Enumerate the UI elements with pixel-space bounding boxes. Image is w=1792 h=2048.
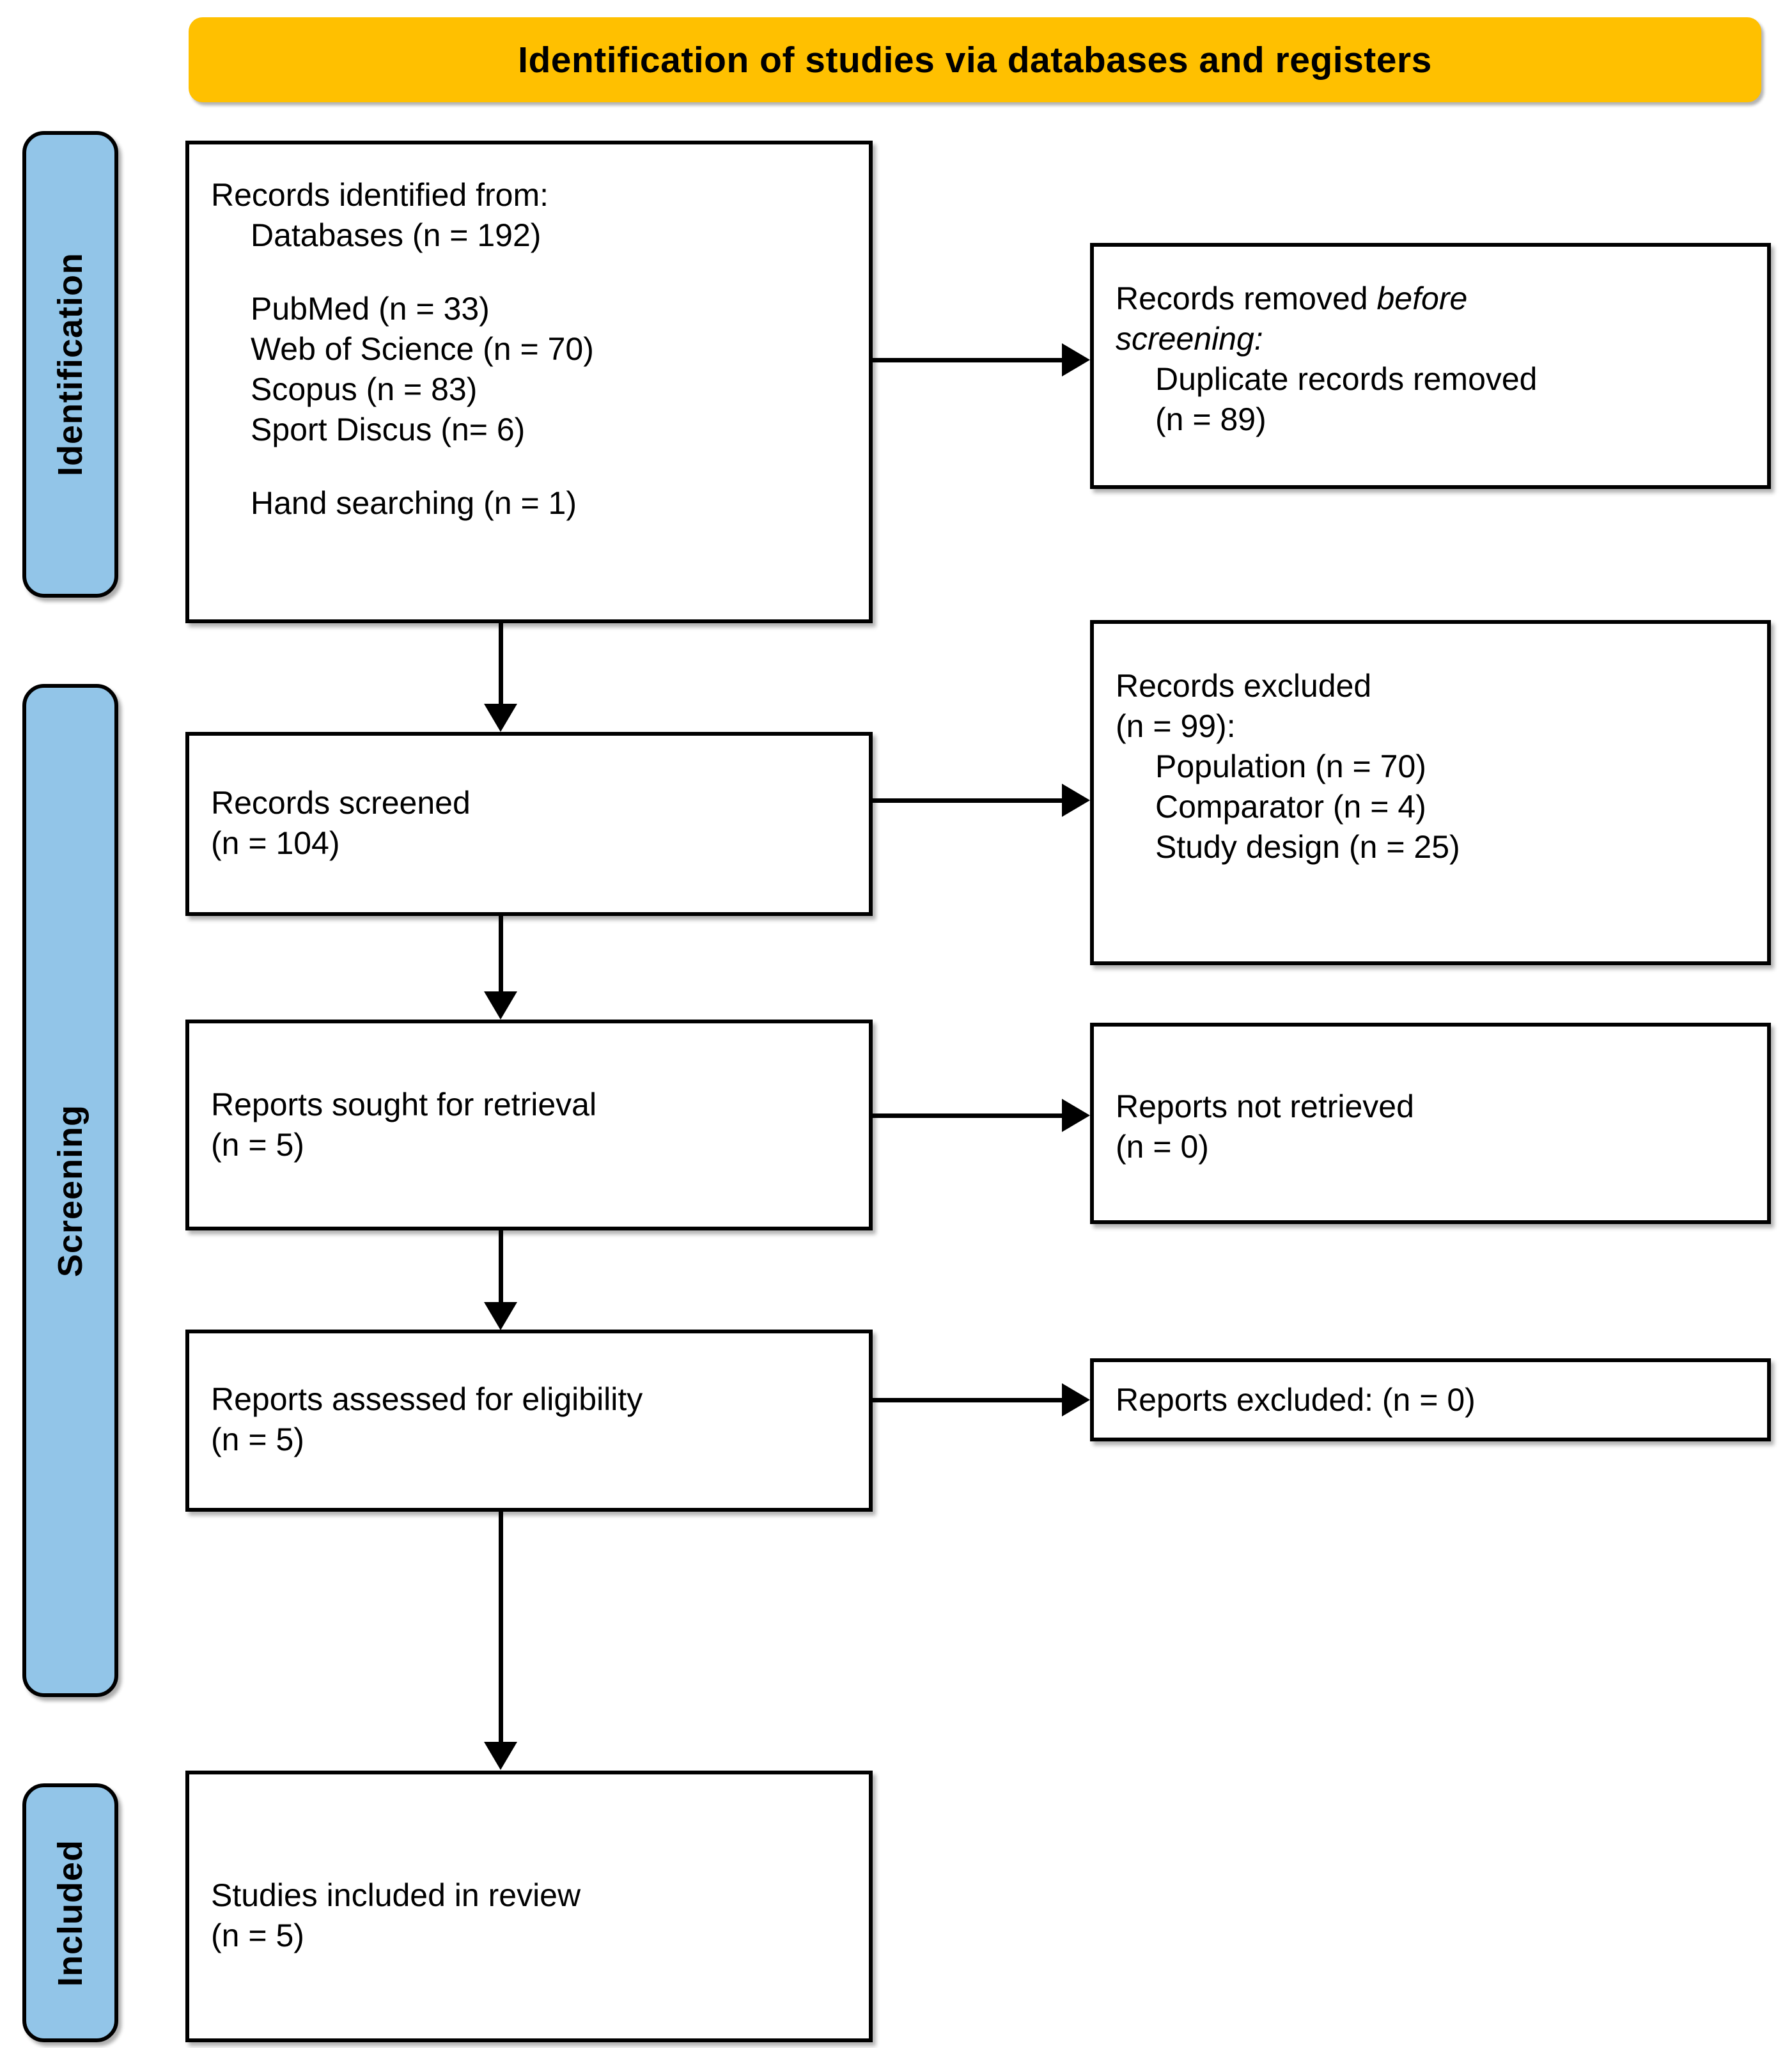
box-studies-included: Studies included in review (n = 5) <box>185 1771 873 2042</box>
records-excluded-comparator: Comparator (n = 4) <box>1155 789 1426 825</box>
stage-tab-screening-label: Screening <box>51 1104 90 1277</box>
connector-screened-to-sought-arrow <box>484 991 517 1020</box>
reports-excluded-label: Reports excluded: (n = 0) <box>1116 1382 1476 1418</box>
connector-assessed-to-included-line <box>499 1512 503 1742</box>
box-records-excluded: Records excluded (n = 99): Population (n… <box>1090 620 1771 965</box>
connector-screened-to-excluded-arrow <box>1062 784 1090 817</box>
connector-screened-to-excluded-line <box>873 798 1062 803</box>
box-records-removed: Records removed before screening: Duplic… <box>1090 243 1771 489</box>
diagram-header-banner: Identification of studies via databases … <box>189 17 1761 102</box>
reports-assessed-count: (n = 5) <box>211 1422 304 1457</box>
stage-tab-included-label: Included <box>51 1839 90 1987</box>
stage-tab-screening: Screening <box>22 684 118 1697</box>
records-identified-line-1: Records identified from: <box>211 177 549 213</box>
stage-tab-included: Included <box>22 1783 118 2042</box>
records-removed-duplicates: Duplicate records removed <box>1155 361 1538 397</box>
reports-not-retrieved-label: Reports not retrieved <box>1116 1089 1414 1124</box>
records-identified-pubmed: PubMed (n = 33) <box>251 291 490 327</box>
records-screened-count: (n = 104) <box>211 825 340 861</box>
connector-assessed-to-repexcluded-arrow <box>1062 1383 1090 1416</box>
records-identified-spacer-2 <box>211 450 847 483</box>
records-excluded-label: Records excluded <box>1116 668 1372 704</box>
connector-sought-to-notretrieved-line <box>873 1113 1062 1118</box>
records-excluded-count: (n = 99): <box>1116 708 1236 744</box>
box-reports-sought: Reports sought for retrieval (n = 5) <box>185 1020 873 1230</box>
connector-sought-to-assessed-line <box>499 1230 503 1302</box>
studies-included-count: (n = 5) <box>211 1918 304 1953</box>
reports-not-retrieved-count: (n = 0) <box>1116 1129 1209 1165</box>
connector-identified-to-screened-line <box>499 623 503 704</box>
connector-identified-to-removed-line <box>873 358 1062 362</box>
connector-identified-to-screened-arrow <box>484 704 517 732</box>
reports-sought-count: (n = 5) <box>211 1127 304 1163</box>
records-identified-scopus: Scopus (n = 83) <box>251 371 478 407</box>
records-removed-line-2: screening: <box>1116 319 1745 359</box>
records-identified-hand-searching: Hand searching (n = 1) <box>251 485 577 521</box>
box-reports-not-retrieved: Reports not retrieved (n = 0) <box>1090 1023 1771 1224</box>
records-removed-screening-italic: screening: <box>1116 321 1263 357</box>
records-screened-label: Records screened <box>211 785 471 821</box>
box-records-identified: Records identified from: Databases (n = … <box>185 141 873 623</box>
records-removed-count: (n = 89) <box>1155 401 1266 437</box>
reports-sought-label: Reports sought for retrieval <box>211 1087 597 1122</box>
connector-assessed-to-repexcluded-line <box>873 1398 1062 1402</box>
connector-assessed-to-included-arrow <box>484 1742 517 1770</box>
records-identified-databases: Databases (n = 192) <box>251 217 541 253</box>
box-reports-excluded: Reports excluded: (n = 0) <box>1090 1358 1771 1441</box>
studies-included-label: Studies included in review <box>211 1877 581 1913</box>
stage-tab-identification: Identification <box>22 131 118 598</box>
records-identified-sport-discus: Sport Discus (n= 6) <box>251 412 526 447</box>
records-removed-before-italic: before <box>1376 281 1468 316</box>
reports-assessed-label: Reports assessed for eligibility <box>211 1381 643 1417</box>
box-reports-assessed: Reports assessed for eligibility (n = 5) <box>185 1330 873 1512</box>
stage-tab-identification-label: Identification <box>51 252 90 476</box>
connector-sought-to-assessed-arrow <box>484 1302 517 1330</box>
records-identified-web-of-science: Web of Science (n = 70) <box>251 331 594 367</box>
connector-screened-to-sought-line <box>499 916 503 991</box>
box-records-screened: Records screened (n = 104) <box>185 732 873 916</box>
records-excluded-study-design: Study design (n = 25) <box>1155 829 1460 865</box>
records-identified-spacer-1 <box>211 256 847 289</box>
records-removed-line-1: Records removed before <box>1116 279 1745 319</box>
records-removed-text: Records removed <box>1116 281 1377 316</box>
connector-identified-to-removed-arrow <box>1062 343 1090 376</box>
records-excluded-population: Population (n = 70) <box>1155 749 1426 784</box>
page-title: Identification of studies via databases … <box>518 39 1432 81</box>
connector-sought-to-notretrieved-arrow <box>1062 1099 1090 1132</box>
